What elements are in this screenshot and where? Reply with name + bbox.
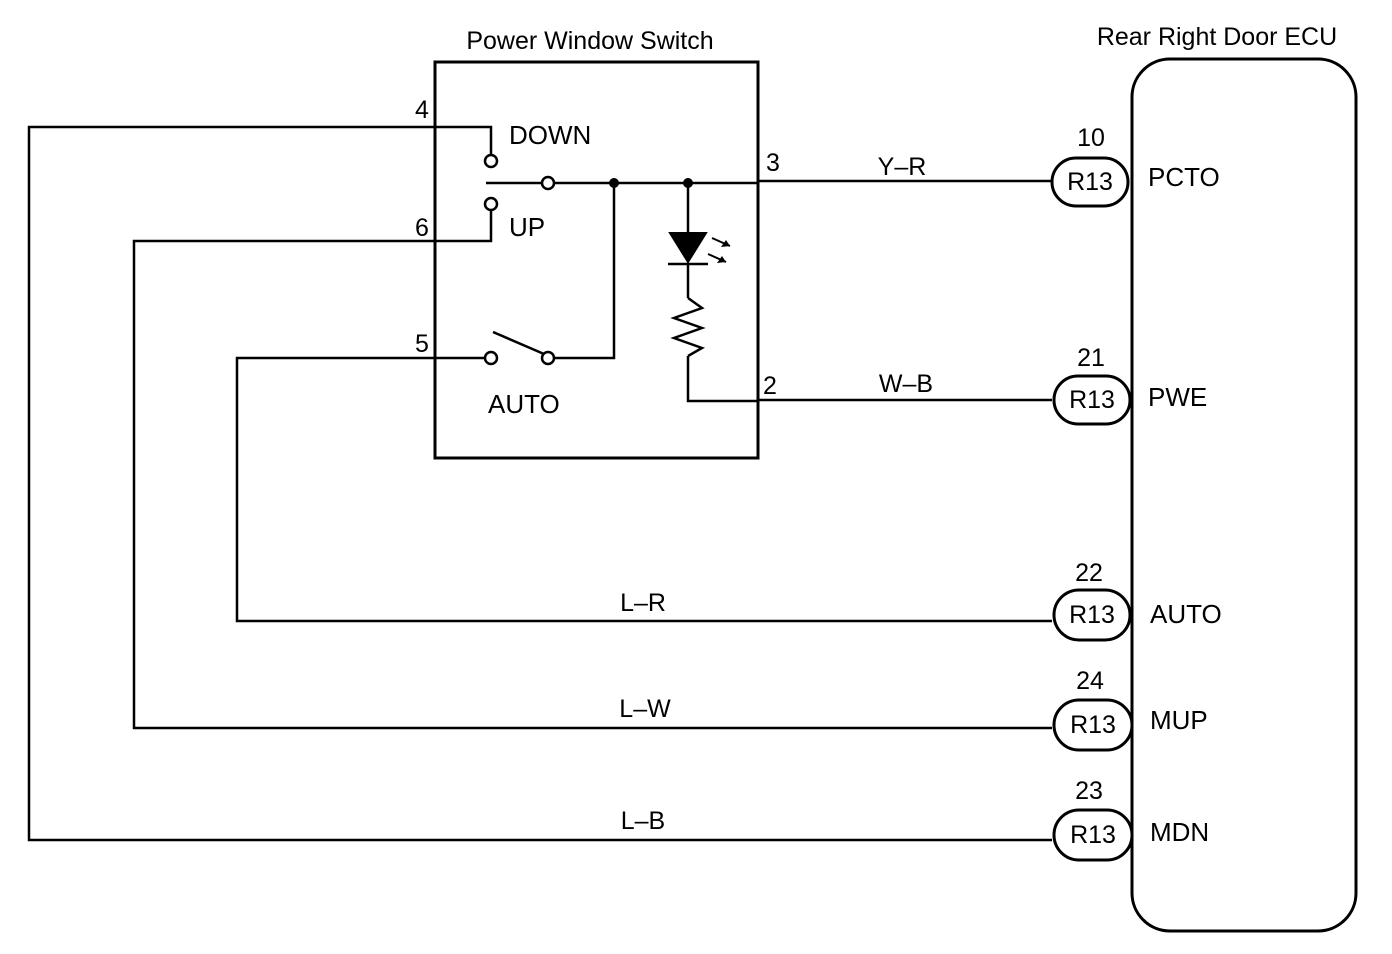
connector-r13-pin-10: R13 10 [1050,124,1130,208]
down-label: DOWN [509,120,591,150]
wire-l-r [235,356,1052,623]
pin-4-label: 4 [415,96,429,124]
wire-color-label: Y–R [878,153,927,181]
connector-pin: 23 [1075,777,1103,805]
pin-6-label: 6 [415,214,429,242]
connector-r13-pin-21: R13 21 [1052,344,1132,426]
connector-label: R13 [1070,711,1116,739]
signal-pcto: PCTO [1148,162,1220,192]
power-window-switch-box [433,60,760,460]
resistor [670,296,758,403]
wire-color-label: L–B [621,807,665,835]
pin-2-label: 2 [763,372,777,400]
connector-pin: 22 [1075,559,1103,587]
rear-right-door-ecu-box [1130,57,1358,933]
connector-pin: 21 [1077,344,1105,372]
wire-color-label: L–W [619,695,671,723]
switch-title: Power Window Switch [466,27,713,55]
connector-pin: 24 [1076,667,1104,695]
signal-auto: AUTO [1150,599,1222,629]
pin-5-label: 5 [415,330,429,358]
connector-label: R13 [1069,386,1115,414]
auto-switch [435,183,616,366]
pin-3-label: 3 [766,149,780,177]
signal-mdn: MDN [1150,817,1209,847]
common-bus [554,178,758,188]
wire-l-b [27,125,1052,842]
led-indicator [668,183,731,298]
up-label: UP [509,212,545,242]
wire-color-label: W–B [879,370,933,398]
connector-label: R13 [1070,821,1116,849]
wire-l-w [132,239,1052,730]
signal-pwe: PWE [1148,382,1207,412]
auto-switch-label: AUTO [488,389,560,419]
wire-color-label: L–R [620,589,666,617]
connector-label: R13 [1069,601,1115,629]
connector-r13-pin-24: R13 24 [1052,667,1134,752]
ecu-title: Rear Right Door ECU [1097,23,1337,51]
connector-label: R13 [1067,168,1113,196]
connector-r13-pin-23: R13 23 [1052,777,1134,862]
connector-r13-pin-22: R13 22 [1052,559,1132,642]
connector-pin: 10 [1077,124,1105,152]
signal-mup: MUP [1150,705,1208,735]
manual-switch [435,125,556,243]
